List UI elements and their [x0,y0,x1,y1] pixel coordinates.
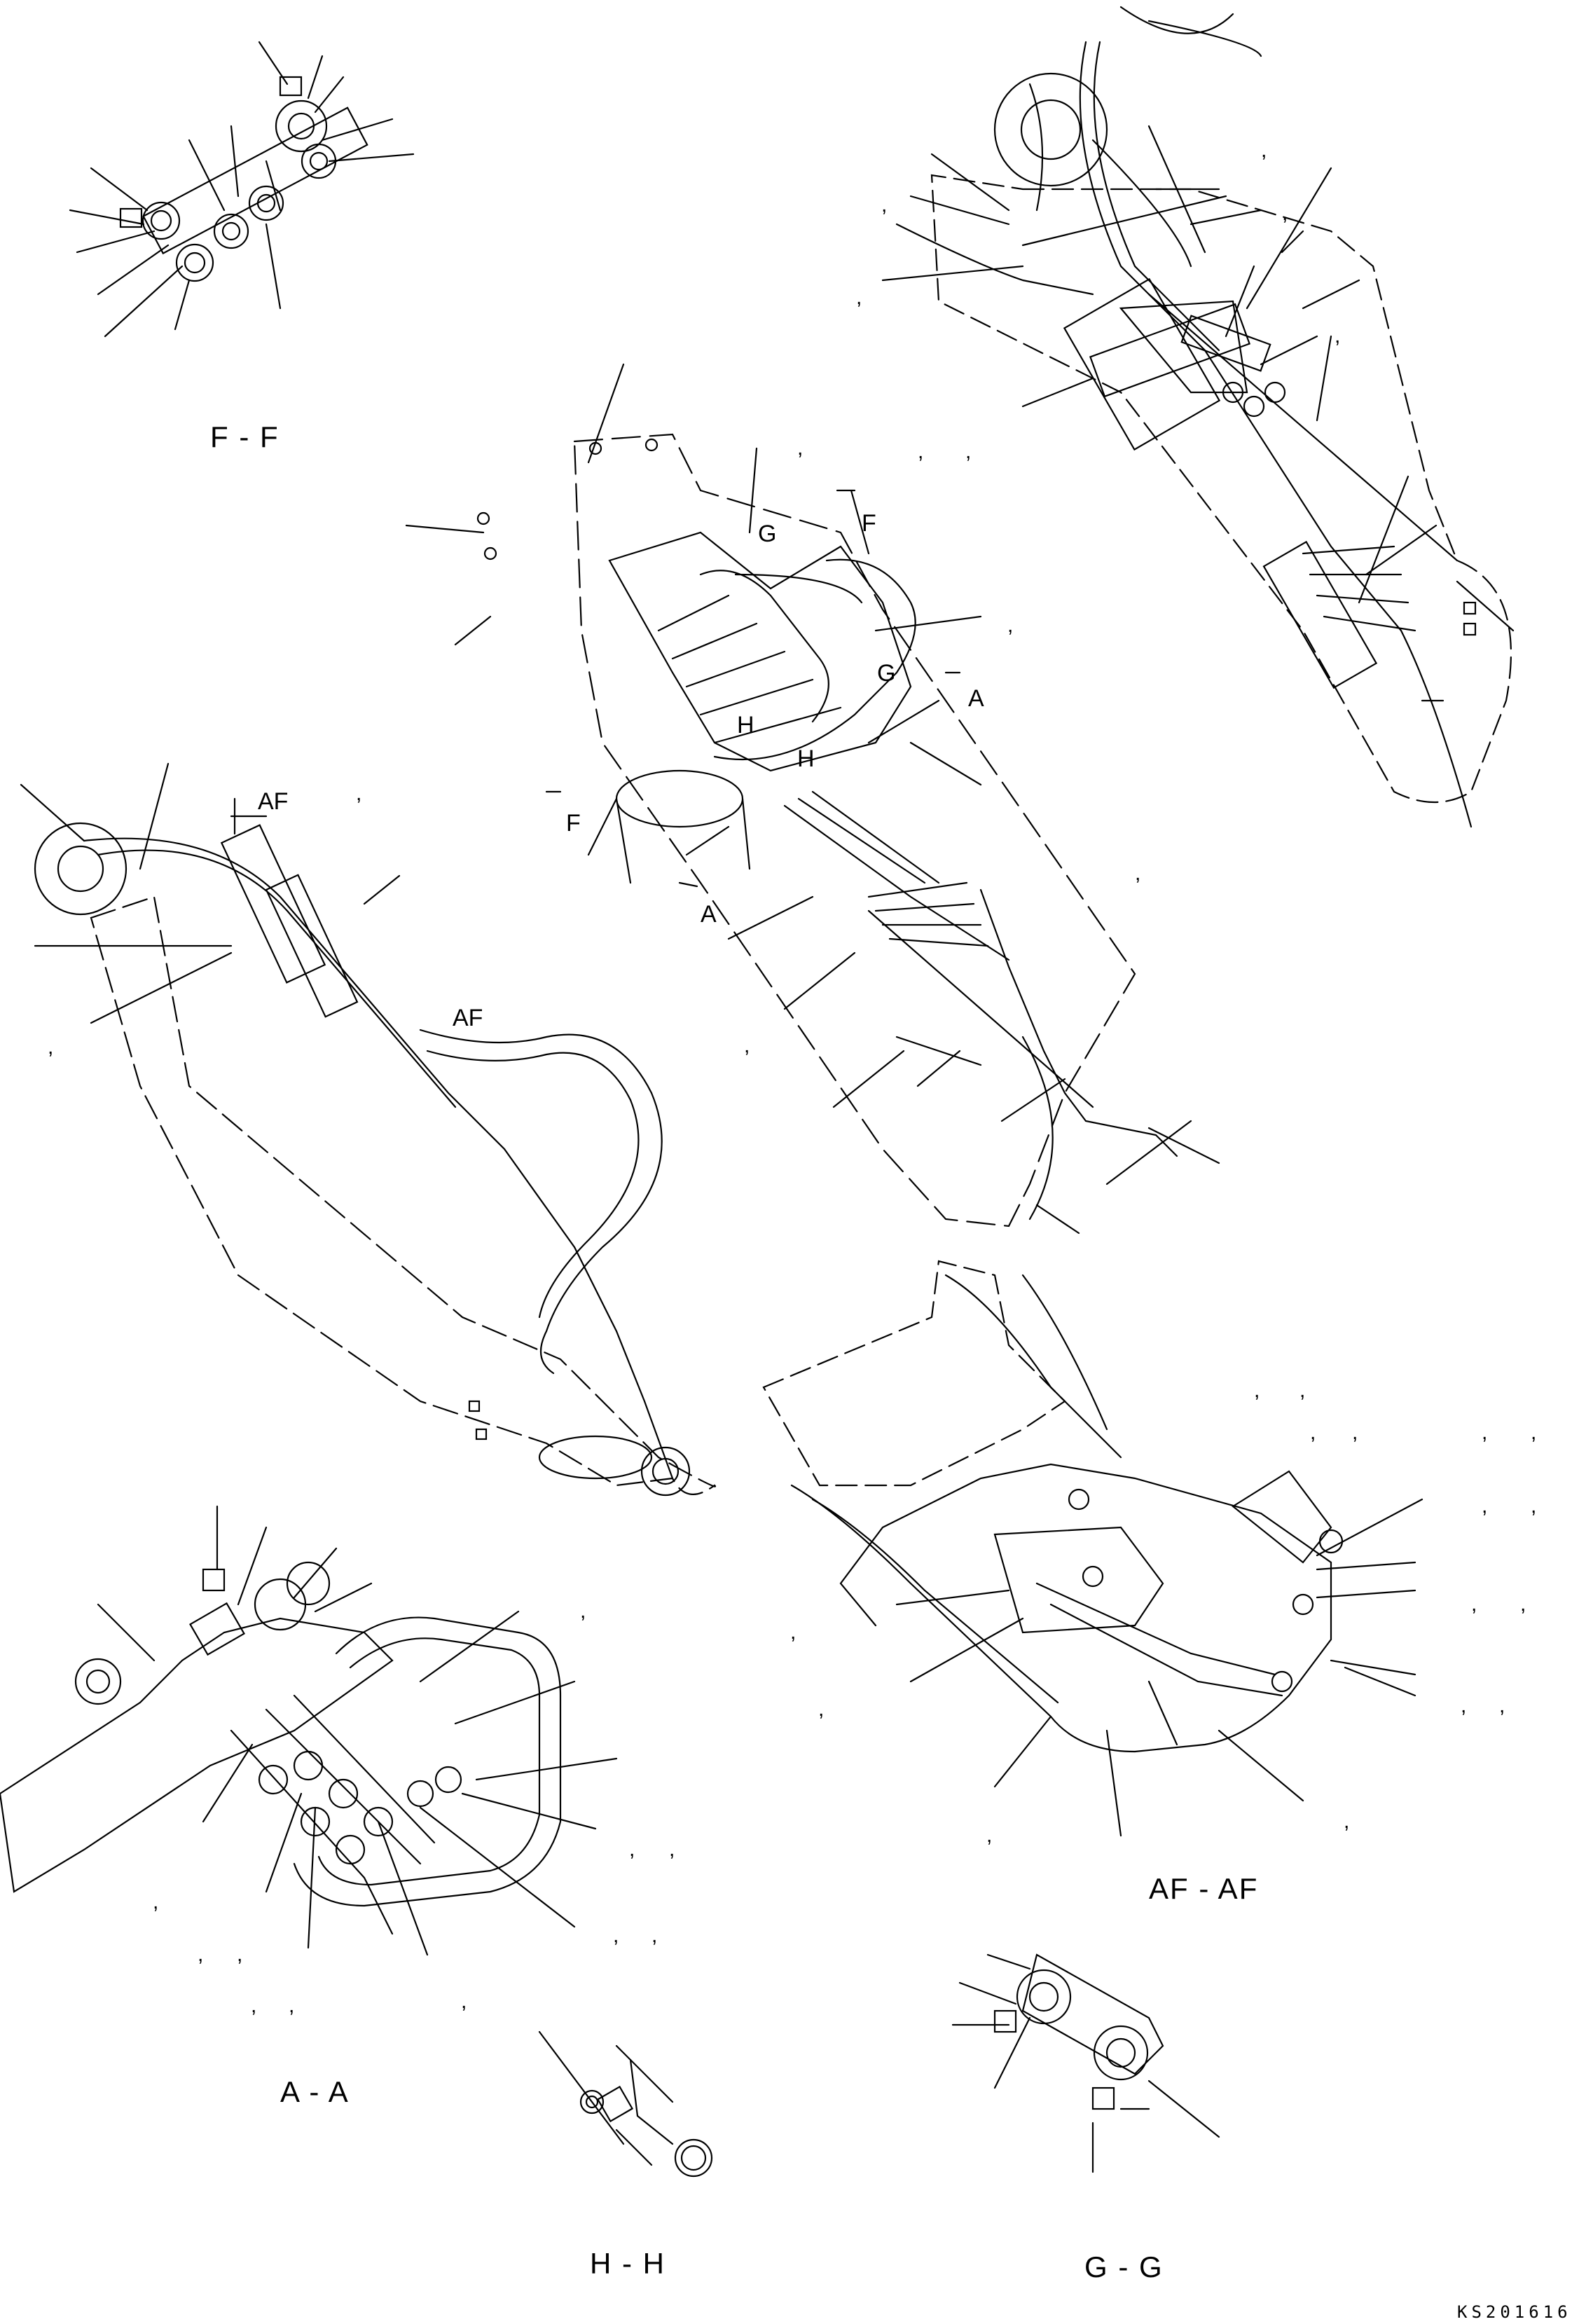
boom-view-left [20,762,717,1497]
callout-comma: , [1352,1421,1358,1444]
callout-comma: , [986,1824,993,1847]
callout-comma: , [1471,1593,1477,1616]
callout-comma: , [818,1698,825,1721]
cut-mark-f-bottom: F [566,810,581,837]
callout-comma: , [1261,139,1267,162]
callout-comma: , [669,1838,675,1861]
callout-comma: , [629,1838,635,1861]
callout-comma: , [856,286,862,309]
callout-comma: , [580,1600,586,1623]
drawing-reference-number: KS201616 [1457,2302,1572,2322]
callout-comma: , [198,1943,204,1966]
cut-mark-h-left: H [737,712,754,738]
section-title-h-h: H - H [590,2247,666,2280]
callout-comma: , [1254,1379,1260,1402]
callout-comma: , [289,1994,295,2017]
section-title-a-a: A - A [280,2075,350,2108]
boom-view-top-right [881,6,1515,828]
callout-comma: , [744,1034,750,1057]
callout-comma: , [237,1943,243,1966]
detail-h-h [538,2030,713,2178]
callout-comma: , [1461,1694,1467,1717]
callout-comma: , [153,1890,159,1913]
section-title-af-af: AF - AF [1149,1872,1259,1905]
callout-comma: , [48,1036,54,1059]
callout-comma: , [1482,1421,1488,1444]
callout-comma: , [461,1990,467,2013]
callout-comma: , [251,1994,257,2017]
cut-mark-a-bottom: A [701,901,717,928]
detail-af-af [762,1260,1423,1837]
callout-comma: , [1282,202,1288,225]
callout-comma: , [965,440,972,463]
callout-comma: , [1499,1694,1505,1717]
callout-comma: , [1335,324,1341,348]
cut-mark-af-top: AF [258,788,289,815]
callout-comma: , [1531,1421,1537,1444]
detail-a-a [0,1505,618,1956]
callout-comma: , [356,782,362,805]
callout-comma: , [1135,862,1141,885]
detail-g-g [951,1953,1220,2173]
detail-f-f [69,41,415,338]
cut-mark-h-right: H [797,745,815,772]
callout-comma: , [613,1924,619,1947]
callout-comma: , [797,436,804,460]
cut-mark-g-top: G [758,521,777,547]
callout-comma: , [1007,614,1014,637]
cut-mark-g-right: G [877,660,896,687]
callout-comma: , [1310,1421,1316,1444]
callout-comma: , [1482,1494,1488,1518]
callout-comma: , [790,1621,797,1644]
main-view-center [405,363,1220,1235]
callout-comma: , [1520,1593,1526,1616]
callout-comma: , [1344,1810,1350,1833]
callout-comma: , [1299,1379,1306,1402]
section-title-g-g: G - G [1084,2250,1164,2283]
callout-comma: , [651,1924,658,1947]
callout-comma: , [881,193,888,216]
cut-mark-af-middle: AF [453,1005,483,1031]
callout-comma: , [1531,1494,1537,1518]
section-title-f-f: F - F [210,420,280,453]
callout-comma: , [918,440,924,463]
cut-mark-a-right: A [968,685,984,712]
cut-mark-f-top: F [862,510,876,537]
